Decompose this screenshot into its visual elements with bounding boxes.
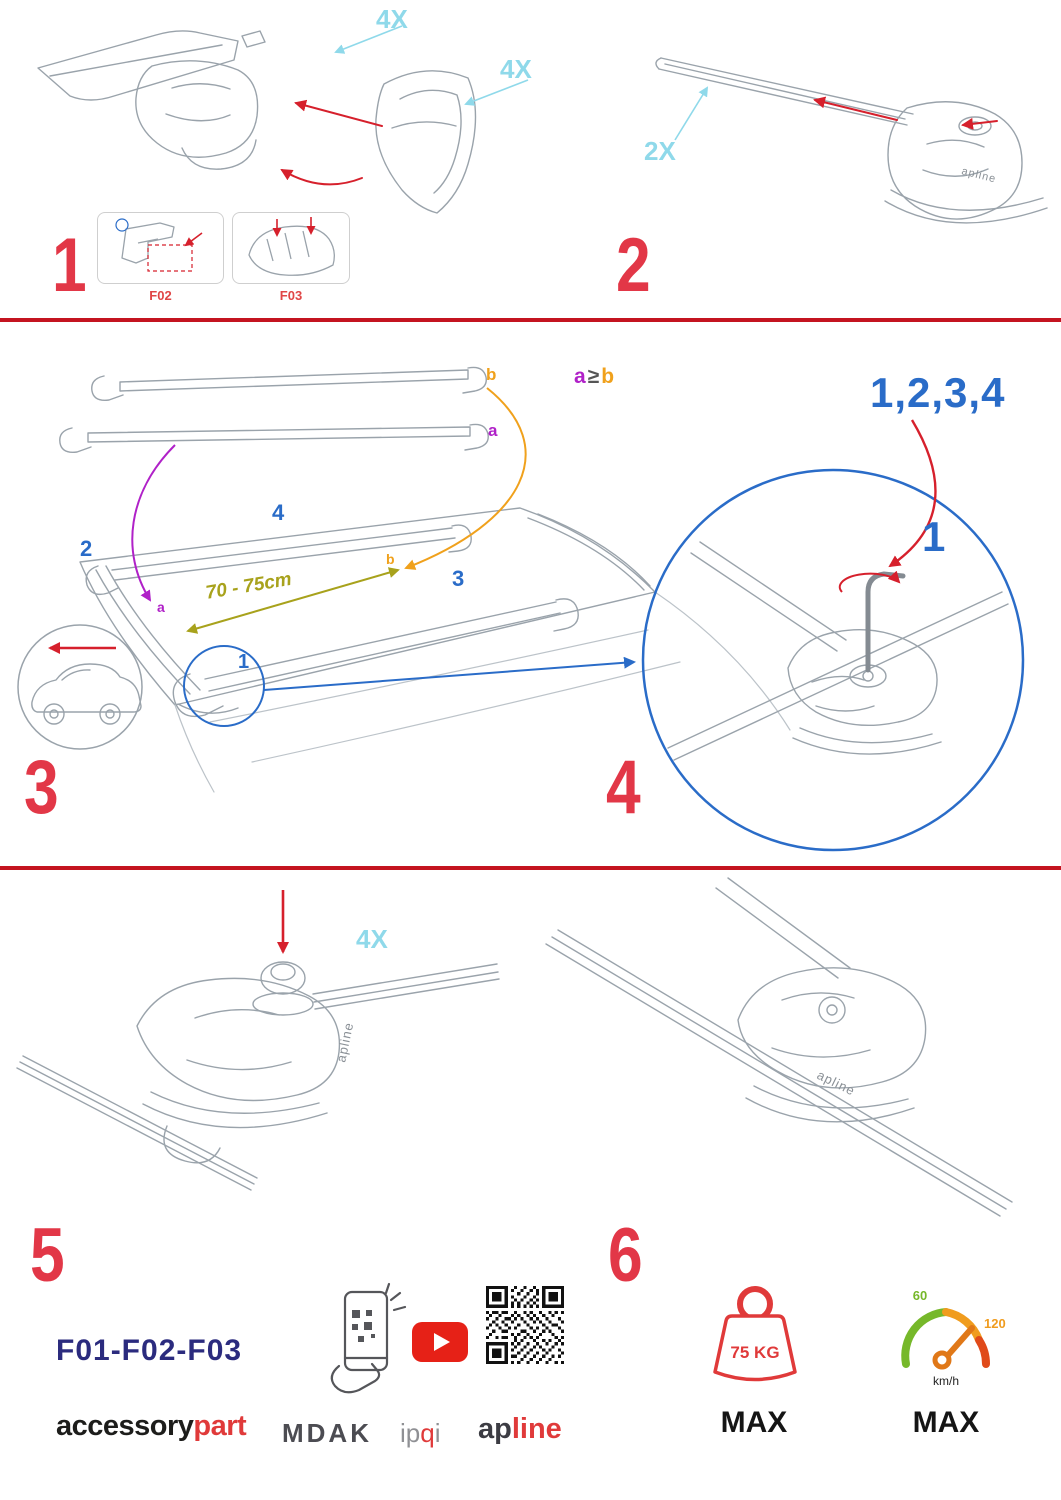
roof-mounting-drawing bbox=[17, 366, 1025, 852]
weight-value: 75 KG bbox=[730, 1343, 779, 1362]
zoom-connector-arrow bbox=[263, 656, 636, 691]
brand-ipqi: ipqi bbox=[400, 1420, 441, 1446]
brand-accessorypart: accessorypart bbox=[56, 1410, 247, 1442]
product-logo-step6: apline bbox=[815, 1067, 858, 1098]
loose-bars-drawing bbox=[59, 366, 489, 453]
bar-b-position-arrow bbox=[404, 387, 527, 570]
brand-line-text: line bbox=[511, 1413, 562, 1445]
brand-accessory-text: accessory bbox=[56, 1410, 194, 1442]
order-label-4: 4 bbox=[272, 500, 285, 525]
qty-leader-side bbox=[464, 79, 529, 106]
youtube-icon bbox=[412, 1322, 468, 1362]
speed-limit-icon: 60 120 km/h bbox=[901, 1288, 1006, 1388]
speed-unit-label: km/h bbox=[933, 1374, 959, 1388]
cross-bar bbox=[660, 57, 914, 115]
rotate-arrow bbox=[838, 570, 901, 593]
product-logo-step2: apline bbox=[960, 165, 997, 185]
step2-qty-label: 2X bbox=[644, 136, 676, 166]
brand-mdak: MDAK bbox=[282, 1418, 372, 1448]
foot-body bbox=[887, 101, 1023, 220]
tightening-sequence-label: 1,2,3,4 bbox=[870, 369, 1006, 416]
callout-circle bbox=[115, 218, 129, 232]
step5-qty-label: 4X bbox=[356, 924, 388, 954]
brand-ap-text: ap bbox=[478, 1413, 512, 1445]
order-label-3: 3 bbox=[452, 566, 465, 591]
part-f02-drawing bbox=[115, 218, 203, 272]
legend-b: b bbox=[601, 365, 615, 388]
zoom-circle bbox=[641, 468, 1025, 852]
brand-apline: apline bbox=[478, 1415, 562, 1444]
step1-clamp-and-cover-drawing bbox=[37, 25, 529, 214]
section-divider-1 bbox=[0, 318, 1061, 322]
lock-arrow bbox=[961, 117, 998, 130]
part-f02-caption: F02 bbox=[149, 288, 172, 303]
bar-b-label: b bbox=[486, 365, 497, 384]
qty-leader bbox=[674, 86, 709, 141]
model-codes: F01-F02-F03 bbox=[56, 1334, 243, 1367]
step6-mounted-clamp-drawing: apline bbox=[545, 877, 1013, 1217]
step5-knob-press-drawing: apline bbox=[16, 890, 500, 1191]
step3-number: 3 bbox=[24, 745, 59, 830]
phone-scan-icon bbox=[330, 1282, 407, 1394]
part-arrow bbox=[184, 232, 203, 247]
brand-part-text: part bbox=[193, 1410, 247, 1442]
legend-a: a bbox=[574, 365, 586, 388]
weight-max-label: MAX bbox=[720, 1406, 788, 1439]
step1-number: 1 bbox=[52, 223, 87, 308]
highlight-dashed-box bbox=[147, 244, 193, 272]
brand-i-text: i bbox=[434, 1418, 441, 1448]
step1-qty-label-top: 4X bbox=[376, 4, 408, 34]
part-box-f02 bbox=[97, 212, 224, 284]
insert-arrow bbox=[813, 96, 898, 121]
brand-q-text: q bbox=[420, 1418, 435, 1448]
order-pointer-arrow bbox=[888, 419, 937, 568]
step2-bar-into-foot-drawing: apline bbox=[655, 57, 1048, 224]
tightening-first-label: 1 bbox=[922, 513, 947, 560]
order-label-1: 1 bbox=[238, 651, 250, 673]
part-f03-caption: F03 bbox=[279, 288, 303, 303]
cross-bar-end bbox=[37, 30, 239, 101]
part-box-f03 bbox=[232, 212, 350, 284]
clamp-body bbox=[136, 977, 341, 1102]
clamp-cover bbox=[375, 70, 477, 214]
part-f03-drawing bbox=[248, 217, 335, 276]
section-divider-2 bbox=[0, 866, 1061, 870]
step6-number: 6 bbox=[608, 1213, 643, 1298]
order-label-2: 2 bbox=[80, 536, 93, 561]
qr-code bbox=[486, 1286, 564, 1364]
gap-rule-legend: a≥b bbox=[574, 366, 614, 387]
clamp-body bbox=[135, 60, 259, 158]
qty-leader-top bbox=[334, 25, 403, 54]
clamp-body bbox=[737, 967, 927, 1089]
step1-qty-label-side: 4X bbox=[500, 54, 532, 84]
weight-limit-icon: 75 KG bbox=[713, 1286, 797, 1382]
roof-position-b-label: b bbox=[386, 551, 395, 567]
bar-a-position-arrow bbox=[131, 444, 176, 602]
bar-a-label: a bbox=[488, 421, 498, 440]
speed-max-label: MAX bbox=[912, 1406, 980, 1439]
brand-ip-text: ip bbox=[400, 1418, 421, 1448]
roof-position-a-label: a bbox=[157, 599, 165, 615]
speed-low-label: 60 bbox=[913, 1288, 927, 1303]
insert-arrow bbox=[294, 99, 383, 127]
step5-number: 5 bbox=[30, 1213, 65, 1298]
step4-number: 4 bbox=[606, 745, 641, 830]
tightening-zoom-drawing bbox=[641, 419, 1025, 852]
car-roof-drawing bbox=[79, 507, 656, 718]
step2-number: 2 bbox=[616, 223, 651, 308]
car-direction-inset bbox=[17, 624, 143, 750]
insert-arrow-2 bbox=[280, 168, 363, 186]
speed-high-label: 120 bbox=[984, 1316, 1006, 1331]
clamp-pin bbox=[241, 30, 266, 48]
car-body-context-lines bbox=[174, 591, 791, 793]
lock-knob bbox=[260, 961, 306, 995]
legend-operator: ≥ bbox=[587, 365, 600, 388]
distance-arrow bbox=[186, 567, 400, 634]
detail-highlight-circle bbox=[183, 645, 265, 727]
